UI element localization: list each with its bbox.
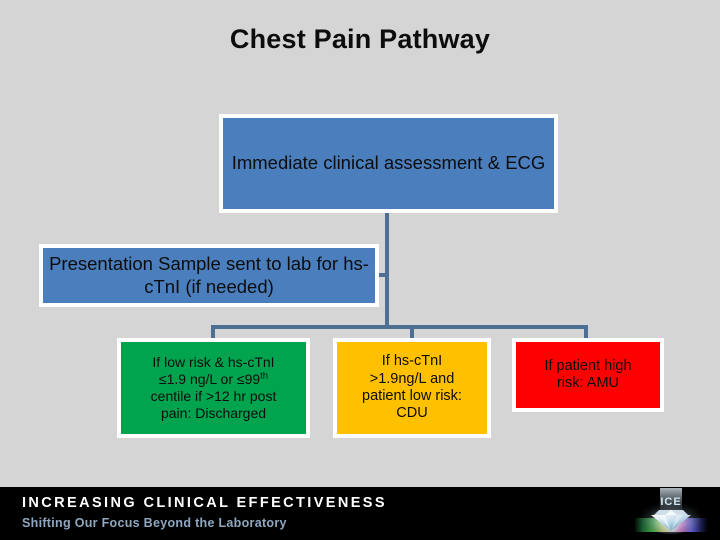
ice-logo-text: ICE bbox=[660, 496, 681, 508]
low-risk-ordinal-suffix: th bbox=[260, 370, 269, 382]
amu-line-1: If patient high bbox=[544, 357, 632, 374]
flow-node-immediate-assessment-label: Immediate clinical assessment & ECG bbox=[231, 152, 546, 174]
low-risk-line-2: ≤1.9 ng/L or ≤99 bbox=[158, 371, 261, 388]
flow-node-immediate-assessment[interactable]: Immediate clinical assessment & ECG bbox=[219, 114, 558, 213]
footer-headline: INCREASING CLINICAL EFFECTIVENESS bbox=[22, 495, 387, 511]
amu-line-2: risk: AMU bbox=[556, 375, 619, 391]
low-risk-line-1: If low risk & hs-cTnI bbox=[152, 354, 275, 371]
flow-node-presentation-sample[interactable]: Presentation Sample sent to lab for hs-c… bbox=[39, 244, 379, 307]
flow-node-low-risk-discharged[interactable]: If low risk & hs-cTnI ≤1.9 ng/L or ≤99th… bbox=[117, 338, 310, 438]
flow-node-cdu[interactable]: If hs-cTnI >1.9ng/L and patient low risk… bbox=[333, 338, 491, 438]
cdu-line-3: patient low risk: bbox=[362, 388, 462, 404]
low-risk-line-4: pain: Discharged bbox=[160, 404, 267, 421]
connector-drop-low-risk bbox=[211, 325, 215, 340]
flow-node-cdu-label: If hs-cTnI >1.9ng/L and patient low risk… bbox=[356, 353, 468, 423]
cdu-line-1: If hs-cTnI bbox=[381, 353, 443, 370]
connector-fanout-bar bbox=[211, 325, 588, 329]
cdu-line-4: CDU bbox=[396, 405, 428, 422]
connector-drop-amu bbox=[584, 325, 588, 340]
connector-trunk-vertical bbox=[385, 212, 389, 329]
cdu-line-2: >1.9ng/L and bbox=[369, 370, 455, 387]
flow-node-amu[interactable]: If patient high risk: AMU bbox=[512, 338, 664, 412]
flow-node-presentation-sample-label: Presentation Sample sent to lab for hs-c… bbox=[49, 253, 369, 297]
page-title: Chest Pain Pathway bbox=[229, 24, 491, 54]
ice-diamond-logo: ICE bbox=[634, 488, 708, 539]
flow-node-amu-label: If patient high risk: AMU bbox=[538, 358, 637, 393]
connector-presentation-stub bbox=[374, 273, 387, 277]
connector-drop-cdu bbox=[410, 325, 414, 340]
footer-banner: INCREASING CLINICAL EFFECTIVENESS Shifti… bbox=[0, 487, 720, 540]
low-risk-line-3: centile if >12 hr post bbox=[150, 388, 277, 404]
ice-diamond-gem bbox=[651, 510, 691, 531]
flow-node-low-risk-discharged-label: If low risk & hs-cTnI ≤1.9 ng/L or ≤99th… bbox=[145, 354, 283, 421]
ice-diamond-logo-svg: ICE bbox=[634, 488, 708, 539]
footer-tagline: Shifting Our Focus Beyond the Laboratory bbox=[22, 516, 287, 530]
